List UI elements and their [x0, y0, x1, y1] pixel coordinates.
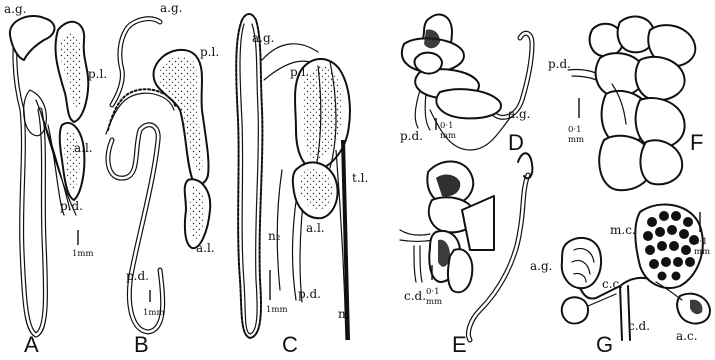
label-c-pd: p.d. [298, 287, 321, 301]
label-g-ac: a.c. [676, 329, 698, 343]
label-a-pl: p.l. [88, 67, 107, 81]
label-f-scale-unit: mm [568, 135, 584, 145]
label-g-scale-unit: mm [694, 247, 710, 257]
label-f-pd: p.d. [548, 57, 571, 71]
panel-letter-f: F [690, 130, 703, 155]
label-d-ag: a.g. [508, 107, 530, 121]
label-g-cd: c.d. [628, 319, 650, 333]
label-g-mc: m.c. [610, 223, 636, 237]
label-c-n1: n₁ [338, 307, 351, 321]
panel-letter-b: B [134, 332, 149, 357]
label-e-ag: a.g. [530, 259, 552, 273]
panel-letter-a: A [24, 332, 39, 357]
panel-g: m.c. c.c. c.d. a.c. 0·1 mm G [562, 204, 710, 357]
label-f-scale-val: 0·1 [568, 125, 582, 135]
label-c-ag: a.g. [252, 31, 274, 45]
label-c-n2: n₂ [268, 229, 281, 243]
label-b-ag: a.g. [160, 1, 182, 15]
panel-f: p.d. 0·1 mm F [548, 17, 703, 191]
label-b-pd: p.d. [126, 269, 149, 283]
label-c-al: a.l. [306, 221, 325, 235]
panel-e: a.g. c.d. 0·1 mm E [400, 153, 552, 357]
label-d-scale-val: 0·1 [440, 121, 454, 131]
label-a-scale: 1mm [72, 249, 94, 259]
panel-letter-d: D [508, 130, 524, 155]
label-b-al: a.l. [196, 241, 215, 255]
label-e-cd: c.d. [404, 289, 426, 303]
panel-b: a.g. p.l. a.l. p.d. 1mm B [106, 1, 219, 357]
label-d-pd: p.d. [400, 129, 423, 143]
label-e-scale-val: 0·1 [426, 287, 440, 297]
label-a-ag: a.g. [4, 2, 26, 16]
panel-a: a.g. p.l. a.l. p.d. 1mm A [4, 2, 107, 357]
panel-letter-g: G [596, 332, 613, 357]
panel-d: a.g. p.d. 0·1 mm D [400, 14, 532, 155]
panel-letter-c: C [282, 332, 298, 357]
panel-c: a.g. p.l. t.l. a.l. n₂ p.d. n₁ 1mm C [236, 14, 368, 357]
panel-letter-e: E [452, 332, 467, 357]
label-c-scale: 1mm [266, 305, 288, 315]
label-c-pl: p.l. [290, 65, 309, 79]
label-e-scale-unit: mm [426, 297, 442, 307]
label-a-al: a.l. [74, 141, 93, 155]
label-c-tl: t.l. [352, 171, 368, 185]
label-g-cc: c.c. [602, 277, 623, 291]
label-a-pd: p.d. [60, 199, 83, 213]
label-g-scale-val: 0·1 [694, 237, 708, 247]
label-b-pl: p.l. [200, 45, 219, 59]
label-b-scale: 1mm [143, 308, 165, 318]
label-d-scale-unit: mm [440, 131, 456, 141]
